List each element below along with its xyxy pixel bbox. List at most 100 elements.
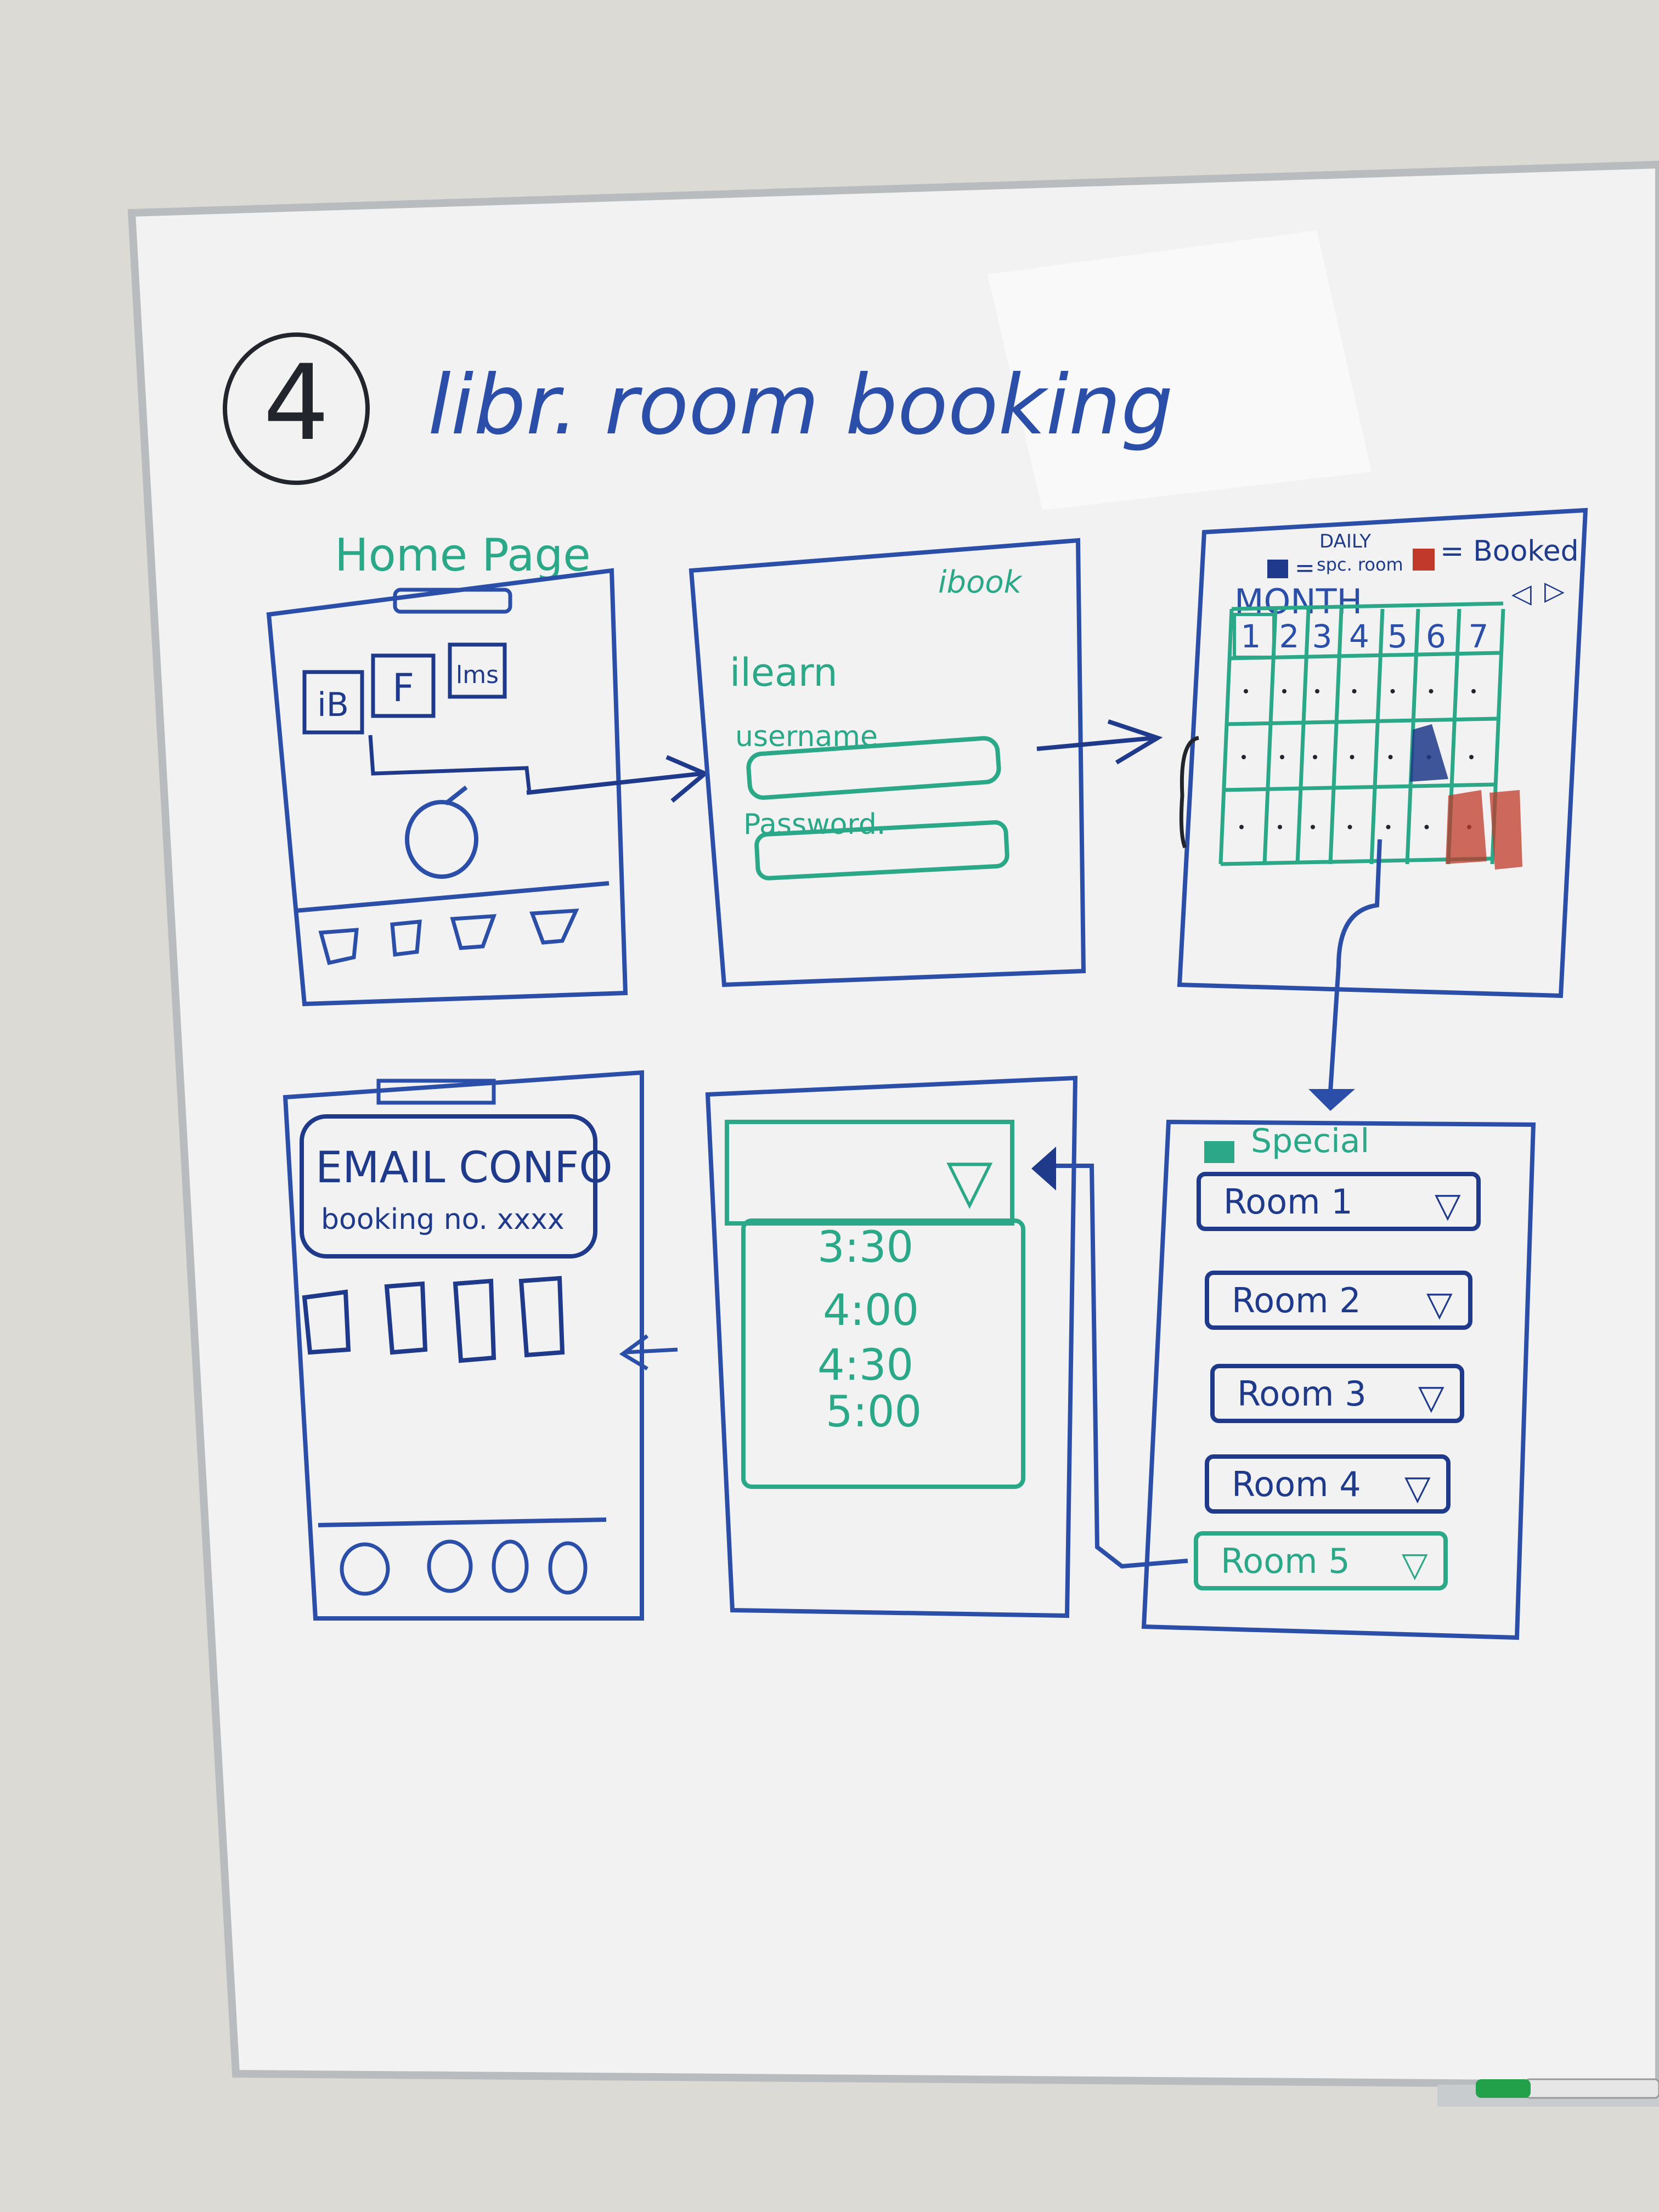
- home-tile-lms[interactable]: lms: [448, 642, 507, 699]
- grid-row-line: [1226, 716, 1498, 726]
- calendar-prev-icon[interactable]: ◁: [1511, 578, 1532, 609]
- daily-special-booking-mark: [1410, 724, 1448, 782]
- confirm-tab-icon-3[interactable]: [492, 1539, 529, 1593]
- screen-login: ibook ilearn username Password.: [689, 538, 1086, 988]
- tile-box: [371, 653, 436, 718]
- calendar-cell-dot[interactable]: [1313, 755, 1317, 759]
- confirm-tab-icon-2[interactable]: [427, 1539, 473, 1593]
- password-field[interactable]: [754, 820, 1009, 881]
- rooms-phone-frame: [1141, 1119, 1536, 1640]
- calendar-cell-dot[interactable]: [1282, 689, 1286, 693]
- tab-icon-3[interactable]: [450, 914, 497, 950]
- confirm-icon-row: [302, 1276, 565, 1363]
- room-option-box: [1197, 1172, 1481, 1231]
- calendar-day-7[interactable]: 7: [1469, 618, 1489, 655]
- confirm-phone-frame: [283, 1070, 644, 1621]
- home-tile-f[interactable]: F: [371, 653, 436, 718]
- time-options-list: [741, 1218, 1025, 1489]
- calendar-cell-dot[interactable]: [1390, 689, 1395, 693]
- room-option-label: Room 3: [1237, 1374, 1367, 1414]
- calendar-cell-dot[interactable]: [1280, 755, 1284, 759]
- calendar-cell-dot[interactable]: [1244, 689, 1248, 693]
- apple-stem: [444, 785, 468, 806]
- calendar-cell-dot[interactable]: [1352, 689, 1357, 693]
- booking-number: booking no. xxxx: [321, 1203, 565, 1236]
- login-brand: ibook: [938, 565, 1023, 600]
- title-number-circle: [223, 332, 370, 485]
- calendar-cell-dot[interactable]: [1311, 825, 1315, 830]
- calendar-side-bracket: [1179, 736, 1199, 849]
- calendar-cell-dot[interactable]: [1386, 825, 1391, 830]
- calendar-cell-dot[interactable]: [1239, 825, 1244, 830]
- calendar-cell-dot[interactable]: [1242, 755, 1246, 759]
- chevron-down-icon: ▽: [1426, 1284, 1453, 1324]
- room-option-4[interactable]: Room 4▽: [1205, 1454, 1451, 1514]
- time-slot-1[interactable]: 3:30: [817, 1223, 913, 1272]
- screen-home: Home Page iB F lms: [266, 529, 628, 1007]
- apple-body: [405, 800, 478, 879]
- home-connector: [368, 735, 532, 793]
- time-dropdown-chevron-icon[interactable]: ▽: [946, 1146, 993, 1216]
- arrow-room5-to-time: [1051, 1164, 1188, 1569]
- confirm-icon-4[interactable]: [518, 1276, 565, 1358]
- calendar-phone-frame: [1177, 507, 1588, 998]
- tab-icon-2[interactable]: [390, 919, 422, 957]
- confirm-bottom-divider: [318, 1517, 607, 1527]
- calendar-day-5[interactable]: 5: [1387, 618, 1408, 655]
- apple-logo-icon[interactable]: [405, 785, 478, 879]
- tile-label: iB: [317, 686, 349, 724]
- tab-icon-4[interactable]: [529, 909, 579, 945]
- confirm-tab-icon-1[interactable]: [340, 1542, 390, 1596]
- calendar-cell-dot[interactable]: [1469, 755, 1474, 759]
- tile-box: [302, 670, 364, 735]
- calendar-day-2[interactable]: 2: [1279, 618, 1300, 655]
- room-option-label: Room 2: [1232, 1280, 1361, 1321]
- calendar-day-6[interactable]: 6: [1426, 618, 1446, 655]
- rooms-heading-swatch: [1204, 1141, 1234, 1163]
- login-heading: ilearn: [730, 650, 838, 695]
- calendar-cell-dot[interactable]: [1350, 755, 1355, 759]
- room-list: Room 1▽Room 2▽Room 3▽Room 4▽Room 5▽: [1194, 1172, 1481, 1590]
- calendar-cell-dot[interactable]: [1347, 825, 1352, 830]
- home-tab-bar: [318, 909, 579, 966]
- calendar-day-3[interactable]: 3: [1312, 618, 1333, 655]
- calendar-cell-dot[interactable]: [1278, 825, 1282, 830]
- arrow-calendar-to-rooms: [1328, 839, 1382, 1092]
- legend-daily-swatch: [1267, 560, 1288, 578]
- room-option-3[interactable]: Room 3 ▽: [1210, 1364, 1464, 1423]
- chevron-down-icon: ▽: [1418, 1377, 1444, 1417]
- calendar-cell-dot[interactable]: [1471, 689, 1476, 693]
- calendar-day-1[interactable]: 1: [1241, 618, 1261, 655]
- time-slot-4[interactable]: 5:00: [826, 1387, 922, 1437]
- calendar-next-icon[interactable]: ▷: [1544, 575, 1565, 606]
- confirm-icon-1[interactable]: [302, 1289, 351, 1355]
- confirm-icon-3[interactable]: [453, 1278, 496, 1363]
- time-slot-2[interactable]: 4:00: [823, 1286, 919, 1335]
- calendar-cell-dot[interactable]: [1429, 689, 1434, 693]
- chevron-down-icon: ▽: [1402, 1544, 1428, 1584]
- username-field[interactable]: [746, 736, 1001, 800]
- tab-icon-1[interactable]: [318, 928, 359, 966]
- confirm-tab-bar: [340, 1539, 588, 1596]
- booked-mark-2: [1489, 790, 1522, 870]
- chevron-down-icon: ▽: [1404, 1468, 1431, 1508]
- calendar-day-4[interactable]: 4: [1349, 618, 1369, 655]
- legend-booked-swatch: [1413, 549, 1435, 571]
- home-bottom-bar-divider: [296, 881, 610, 913]
- confirm-icon-2[interactable]: [384, 1281, 428, 1355]
- grid-col-line: [1328, 608, 1344, 865]
- calendar-cell-dot[interactable]: [1315, 689, 1319, 693]
- room-option-1[interactable]: Room 1▽: [1197, 1172, 1481, 1231]
- confirm-phone-notch: [376, 1079, 496, 1105]
- room-option-5[interactable]: Room 5▽: [1194, 1531, 1448, 1590]
- arrow-home-to-login: [526, 755, 709, 803]
- grid-row-line: [1223, 782, 1496, 792]
- confirm-tab-icon-4[interactable]: [548, 1541, 588, 1595]
- calendar-cell-dot[interactable]: [1424, 825, 1429, 830]
- time-dropdown[interactable]: [725, 1120, 1014, 1226]
- calendar-cell-dot[interactable]: [1388, 755, 1393, 759]
- time-slot-3[interactable]: 4:30: [817, 1341, 913, 1390]
- room-option-2[interactable]: Room 2 ▽: [1205, 1271, 1472, 1330]
- home-tile-ib[interactable]: iB: [302, 670, 364, 735]
